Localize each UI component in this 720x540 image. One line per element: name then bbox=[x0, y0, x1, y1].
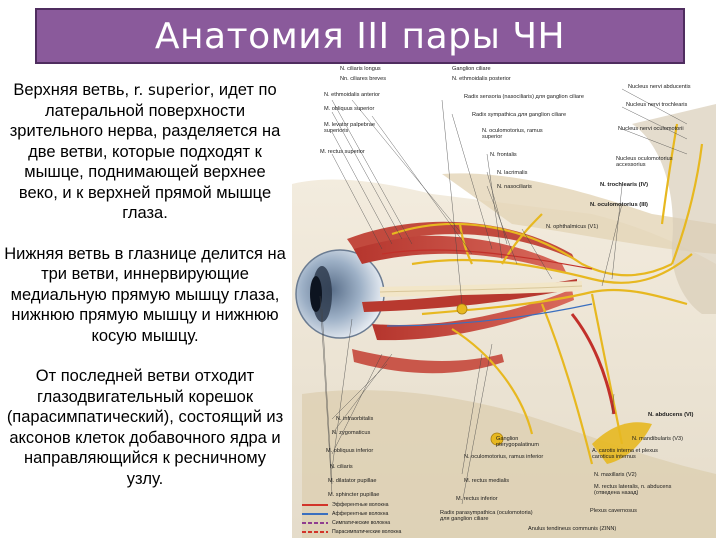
label-n-ethmoidalis-anterior: N. ethmoidalis anterior bbox=[324, 92, 380, 98]
legend-parasympathetic-label: Парасимпатические волокна bbox=[332, 529, 402, 535]
label-n-oculomotorius-ramus-inferior: N. oculomotorius, ramus inferior bbox=[464, 454, 544, 460]
label-nucleus-accessorius: Nucleus oculomotorius accessorius bbox=[616, 156, 673, 168]
slide-title-bar: Анатомия III пары ЧН bbox=[35, 8, 685, 64]
label-n-ethmoidalis-posterior: N. ethmoidalis posterior bbox=[452, 76, 511, 82]
legend-sympathetic-swatch bbox=[302, 521, 328, 524]
label-a-carotis-interna: A. carotis interna et plexus caroticus i… bbox=[592, 448, 658, 460]
paragraph-1-rest: , идет по латеральной поверхности зрител… bbox=[9, 81, 281, 222]
legend-afferent: Афферентные волокна bbox=[302, 511, 388, 517]
label-n-ciliaris-longus: N. ciliaris longus bbox=[340, 66, 381, 72]
label-anulus-tendineus: Anulus tendineus communis (ZINN) bbox=[528, 526, 617, 532]
paragraph-1-latin-term: r. superior bbox=[133, 81, 210, 99]
label-plexus-cavernosus: Plexus cavernosus bbox=[590, 508, 637, 514]
label-m-rectus-superior: M. rectus superior bbox=[320, 149, 365, 155]
paragraph-1-lead: Верхняя ветвь, bbox=[13, 81, 134, 99]
label-m-rectus-lateralis: M. rectus lateralis, n. abducens (отведе… bbox=[594, 484, 672, 496]
label-n-oculomotorius: N. oculomotorius (III) bbox=[590, 202, 648, 208]
legend-efferent: Эфферентные волокна bbox=[302, 502, 389, 508]
label-n-lacrimalis: N. lacrimalis bbox=[497, 170, 528, 176]
body-text: Верхняя ветвь, r. superior, идет по лате… bbox=[4, 80, 286, 509]
label-n-infraorbitalis: N. infraorbitalis bbox=[336, 416, 374, 422]
label-m-sphincter-pupillae: M. sphincter pupillae bbox=[328, 492, 380, 498]
legend-sympathetic: Симпатические волокна bbox=[302, 520, 390, 526]
label-m-dilatator-pupillae: M. dilatator pupillae bbox=[328, 478, 377, 484]
label-nucleus-oculomotorii: Nucleus nervi oculomotorii bbox=[618, 126, 684, 132]
label-n-abducens: N. abducens (VI) bbox=[648, 412, 694, 418]
legend-parasympathetic: Парасимпатические волокна bbox=[302, 529, 401, 535]
label-n-frontalis: N. frontalis bbox=[490, 152, 517, 158]
label-m-obliquus-superior: M. obliquus superior bbox=[324, 106, 375, 112]
paragraph-inferior-branch: Нижняя ветвь в глазнице делится на три в… bbox=[4, 244, 286, 345]
label-nn-ciliares-breves: Nn. ciliares breves bbox=[340, 76, 387, 82]
legend-afferent-swatch bbox=[302, 512, 328, 515]
label-n-trochlearis: N. trochlearis (IV) bbox=[600, 182, 648, 188]
orbit-nerve-drawing bbox=[292, 88, 716, 538]
legend-parasympathetic-swatch bbox=[302, 530, 328, 533]
label-n-maxillaris: N. maxillaris (V2) bbox=[594, 472, 637, 478]
label-n-oculomotorius-ramus-superior: N. oculomotorius, ramus superior bbox=[482, 128, 543, 140]
legend-efferent-label: Эфферентные волокна bbox=[332, 502, 389, 508]
legend-sympathetic-label: Симпатические волокна bbox=[332, 520, 391, 526]
label-n-ciliaris: N. ciliaris bbox=[330, 464, 353, 470]
label-ganglion-ciliare: Ganglion ciliare bbox=[452, 66, 491, 72]
label-n-mandibularis: N. mandibularis (V3) bbox=[632, 436, 683, 442]
label-n-ophthalmicus: N. ophthalmicus (V1) bbox=[546, 224, 599, 230]
label-nucleus-abducentis: Nucleus nervi abducentis bbox=[628, 84, 691, 90]
label-radix-sympathica: Radix sympathica для ganglion ciliare bbox=[472, 112, 567, 118]
label-radix-parasympathica: Radix parasympathica (oculomotoria) для … bbox=[440, 510, 533, 522]
label-m-rectus-medialis: M. rectus medialis bbox=[464, 478, 510, 484]
label-m-levator-palpebrae: M. levator palpebrae superioris bbox=[324, 122, 375, 134]
paragraph-parasympathetic-root: От последней ветви отходит глазодвигател… bbox=[6, 367, 284, 488]
anatomy-illustration: N. ciliaris longus Nn. ciliares breves G… bbox=[292, 64, 716, 538]
paragraph-superior-branch: Верхняя ветвь, r. superior, идет по лате… bbox=[4, 80, 286, 224]
label-n-nasociliaris: N. nasociliaris bbox=[497, 184, 532, 190]
label-ganglion-pterygopalatinum: Ganglion pterygopalatinum bbox=[496, 436, 539, 448]
legend-afferent-label: Афферентные волокна bbox=[332, 511, 389, 517]
label-nucleus-trochlearis: Nucleus nervi trochlearis bbox=[626, 102, 688, 108]
label-radix-sensoria: Radix sensoria (nasociliaris) для gangli… bbox=[464, 94, 584, 100]
legend-efferent-swatch bbox=[302, 503, 328, 506]
label-m-rectus-inferior: M. rectus inferior bbox=[456, 496, 498, 502]
label-m-obliquus-inferior: M. obliquus inferior bbox=[326, 448, 374, 454]
label-n-zygomaticus: N. zygomaticus bbox=[332, 430, 371, 436]
slide-title: Анатомия III пары ЧН bbox=[154, 15, 566, 57]
